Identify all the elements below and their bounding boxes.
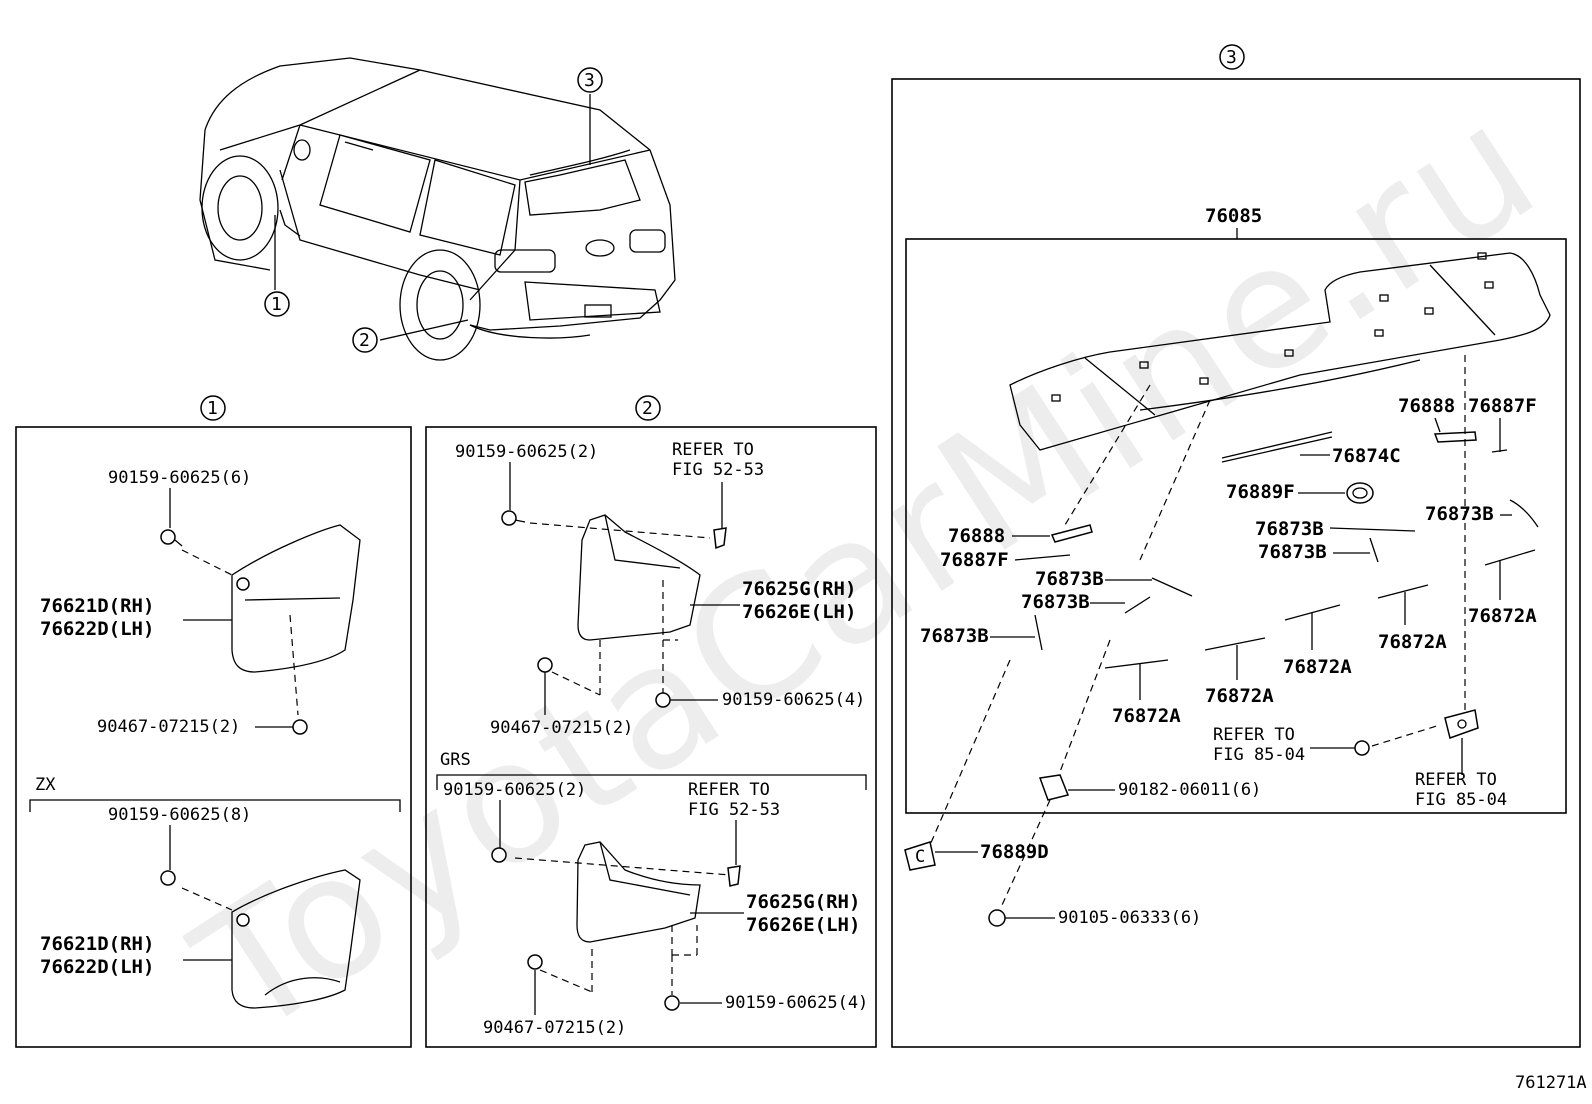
section-1-box [15,426,412,1048]
section-1-parts: 90159-60625(6) 76621D(RH) 76622D(LH) 904… [29,468,401,1009]
part3-fig-85-04-a: FIG 85-04 [1213,745,1305,765]
clip-c-glyph: C [915,847,925,867]
zx-part-76621D-rh: 76621D(RH) [40,933,154,955]
callout-2: 2 [352,327,378,353]
section-2-box [425,426,877,1048]
grs-part-fig-52-53: FIG 52-53 [688,800,780,820]
part3-76872A-5: 76872A [1468,605,1537,627]
callout-1-label: 1 [271,294,282,315]
part-90159-60625-6: 90159-60625(6) [108,468,251,488]
callout-3-label: 3 [584,70,595,91]
section-1-number: 1 [207,398,218,419]
callout-1: 1 [264,291,290,317]
callout-3: 3 [577,67,603,93]
part3-76873B-4: 76873B [1035,568,1104,590]
variant-grs: GRS [440,750,471,770]
part2-90159-60625-2: 90159-60625(2) [455,442,598,462]
part2-76626E-lh: 76626E(LH) [742,601,856,623]
part3-76874C: 76874C [1332,445,1401,467]
grs-part-90159-60625-2: 90159-60625(2) [443,780,586,800]
part3-refer-to-a: REFER TO [1213,725,1295,745]
section-1-header: 1 [200,395,226,421]
part3-76873B-2: 76873B [1255,518,1324,540]
part3-76873B-1: 76873B [1425,503,1494,525]
part2-refer-to: REFER TO [672,440,754,460]
section-3-header: 3 [1219,44,1245,70]
callout-2-label: 2 [359,330,370,351]
grs-part-76625G-rh: 76625G(RH) [746,891,860,913]
part3-refer-to-b: REFER TO [1415,770,1497,790]
part3-90182-06011-6: 90182-06011(6) [1118,780,1261,800]
part3-76873B-6: 76873B [920,625,989,647]
part3-fig-85-04-b: FIG 85-04 [1415,790,1507,810]
part3-76873B-3: 76873B [1258,541,1327,563]
part3-76888-a: 76888 [1398,395,1455,417]
grs-part-90159-60625-4: 90159-60625(4) [725,993,868,1013]
part2-90467-07215-2: 90467-07215(2) [490,718,633,738]
part2-76625G-rh: 76625G(RH) [742,578,856,600]
assy-76085-box [905,238,1567,814]
part2-fig-52-53: FIG 52-53 [672,460,764,480]
zx-part-90159-60625-8: 90159-60625(8) [108,805,251,825]
grs-part-90467-07215-2: 90467-07215(2) [483,1018,626,1038]
part-76621D-rh: 76621D(RH) [40,595,154,617]
variant-zx: ZX [35,775,56,795]
part3-76085: 76085 [1205,205,1262,227]
part2-90159-60625-4: 90159-60625(4) [722,690,865,710]
part3-76889D: 76889D [980,841,1049,863]
diagram-code: 761271A [1515,1073,1587,1093]
part-76622D-lh: 76622D(LH) [40,618,154,640]
part3-76887F-b: 76887F [940,549,1009,571]
part3-90105-06333-6: 90105-06333(6) [1058,908,1201,928]
zx-part-76622D-lh: 76622D(LH) [40,956,154,978]
section-3-parts: 76085 76888 76887F 76874C 76889F [904,205,1567,928]
part3-76872A-1: 76872A [1112,705,1181,727]
spoiler-clips [1051,252,1494,402]
watermark: ToyotaCarMine.ru [164,65,1572,1075]
section-2-header: 2 [635,395,661,421]
part3-76888-b: 76888 [948,525,1005,547]
part3-76873B-5: 76873B [1021,591,1090,613]
section-2-number: 2 [642,398,653,419]
section-3-number: 3 [1226,47,1237,68]
part3-76887F-a: 76887F [1468,395,1537,417]
part-90467-07215-2: 90467-07215(2) [97,717,240,737]
part3-76872A-4: 76872A [1378,631,1447,653]
part3-76872A-2: 76872A [1205,685,1274,707]
part3-76889F: 76889F [1226,481,1295,503]
grs-part-refer-to: REFER TO [688,780,770,800]
part3-76872A-3: 76872A [1283,656,1352,678]
section-3-box [891,78,1581,1048]
section-2-parts: 90159-60625(2) REFER TO FIG 52-53 76625G… [436,440,868,1038]
vehicle-overview [199,57,676,361]
grs-part-76626E-lh: 76626E(LH) [746,914,860,936]
